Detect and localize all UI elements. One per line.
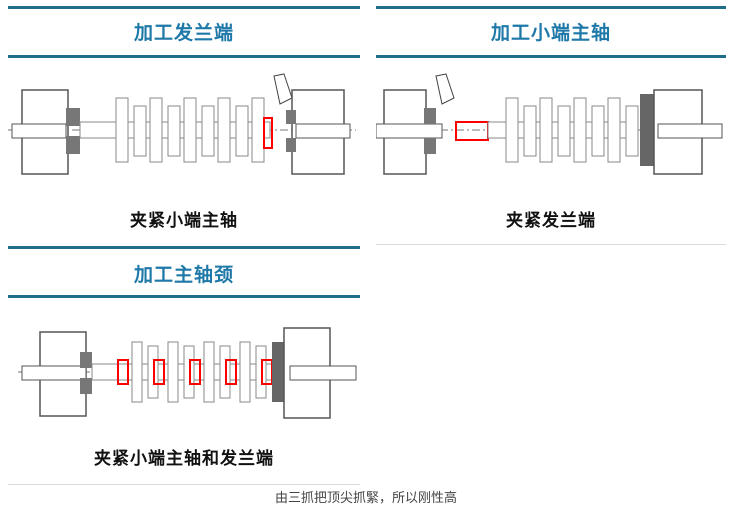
panel-caption: 夹紧小端主轴 xyxy=(130,211,238,231)
footer-note: 由三抓把顶尖抓緊，所以刚性高 xyxy=(274,491,457,506)
panel-main-journal: 加工主轴颈 夹紧小端主轴和发兰端 xyxy=(8,246,360,478)
panel-title-bar xyxy=(8,295,360,298)
panel-flange-end: 加工发兰端 夹紧小端主 xyxy=(8,6,360,240)
panel-top-bar xyxy=(8,6,360,9)
panel-title: 加工发兰端 xyxy=(133,22,234,44)
crankshaft-diagram xyxy=(18,327,357,419)
footer-rule xyxy=(8,484,360,485)
crankshaft-diagram xyxy=(376,73,723,175)
panel-caption: 夹紧发兰端 xyxy=(506,211,596,231)
panel-bottom-rule xyxy=(376,244,726,245)
panel-title-bar xyxy=(8,55,360,58)
panel-title: 加工小端主轴 xyxy=(490,22,611,44)
panel-small-end-spindle: 加工小端主轴 夹紧发兰端 xyxy=(376,6,726,246)
crankshaft-diagram xyxy=(8,73,356,175)
panel-top-bar xyxy=(376,6,726,9)
panel-title: 加工主轴颈 xyxy=(133,264,234,286)
panel-title-bar xyxy=(376,55,726,58)
panel-top-bar xyxy=(8,246,360,249)
panel-caption: 夹紧小端主轴和发兰端 xyxy=(94,449,274,469)
